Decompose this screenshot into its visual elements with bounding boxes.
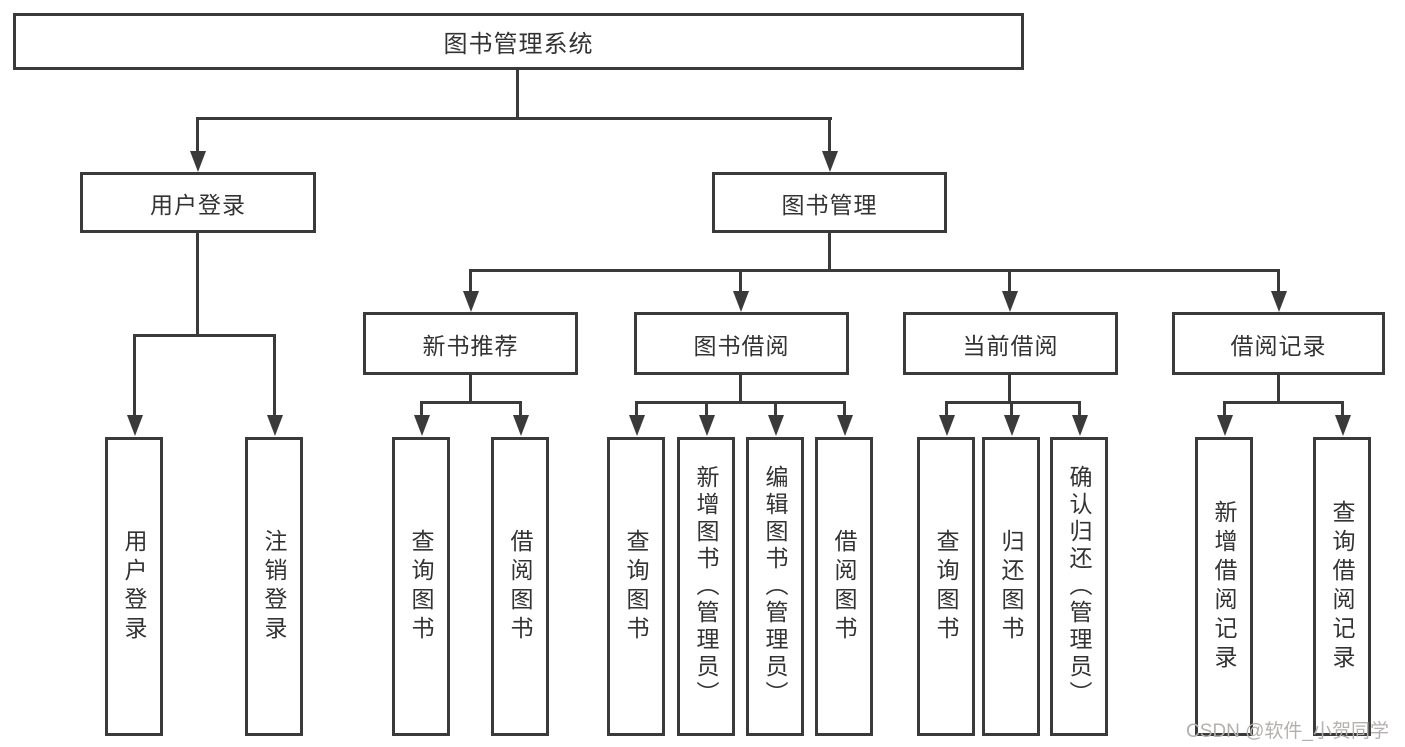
leaf-label: 查询图书: [408, 528, 434, 645]
leaf-add-books-admin: 新增图书（管理员）: [677, 437, 735, 736]
connector-records-hbar: [1223, 401, 1344, 404]
connector-stem: [739, 269, 742, 293]
leaf-edit-books-admin: 编辑图书（管理员）: [746, 437, 804, 736]
leaf-return-books: 归还图书: [982, 437, 1040, 736]
connector-stem: [1010, 401, 1013, 418]
leaf-query-books-recommend: 查询图书: [392, 437, 450, 736]
node-book-management: 图书管理: [712, 172, 947, 233]
arrow-down-icon: [513, 415, 529, 436]
connector-stem: [1078, 401, 1081, 418]
arrow-down-icon: [1271, 291, 1287, 312]
leaf-label: 归还图书: [998, 528, 1024, 645]
leaf-label: 用户登录: [121, 528, 147, 645]
leaf-label: 编辑图书（管理员）: [762, 465, 788, 708]
arrow-down-icon: [1002, 291, 1018, 312]
node-new-book-recommend: 新书推荐: [363, 312, 578, 375]
connector-userlogin-stem: [196, 117, 199, 153]
arrow-down-icon: [1072, 415, 1088, 436]
connector-stem: [1277, 269, 1280, 293]
node-root-label: 图书管理系统: [443, 31, 594, 58]
connector-stem: [774, 401, 777, 418]
leaf-label: 新增图书（管理员）: [693, 465, 719, 708]
arrow-down-icon: [733, 291, 749, 312]
node-user-login: 用户登录: [80, 172, 316, 233]
connector-userlogin-drop: [196, 233, 199, 337]
leaf-label: 确认归还（管理员）: [1066, 465, 1092, 708]
node-user-login-label: 用户登录: [150, 191, 246, 218]
connector-stem: [635, 401, 638, 418]
connector-newbook-hbar: [420, 401, 522, 404]
connector-stem: [273, 334, 276, 417]
node-book-management-label: 图书管理: [781, 191, 878, 218]
connector-records-drop: [1277, 375, 1280, 404]
leaf-label: 查询借阅记录: [1329, 499, 1355, 674]
connector-stem: [705, 401, 708, 418]
arrow-down-icon: [699, 415, 715, 436]
arrow-down-icon: [127, 415, 143, 436]
connector-userlogin-hbar: [133, 334, 276, 337]
arrow-down-icon: [414, 415, 430, 436]
leaf-query-books-borrow: 查询图书: [607, 437, 665, 736]
connector-stem: [945, 401, 948, 418]
leaf-borrow-books: 借阅图书: [815, 437, 873, 736]
node-current-borrowing-label: 当前借阅: [962, 332, 1059, 359]
connector-stem: [420, 401, 423, 418]
leaf-add-borrow-record: 新增借阅记录: [1195, 437, 1253, 736]
arrow-down-icon: [190, 151, 206, 172]
leaf-label: 查询图书: [623, 528, 649, 645]
arrow-down-icon: [267, 415, 283, 436]
connector-newbook-drop: [469, 375, 472, 404]
connector-stem: [519, 401, 522, 418]
leaf-label: 注销登录: [261, 528, 287, 645]
leaf-label: 借阅图书: [831, 528, 857, 645]
arrow-down-icon: [1217, 415, 1233, 436]
leaf-label: 查询图书: [933, 528, 959, 645]
connector-stem: [1008, 269, 1011, 293]
leaf-label: 新增借阅记录: [1211, 499, 1237, 674]
arrow-down-icon: [939, 415, 955, 436]
connector-stem: [1223, 401, 1226, 418]
node-borrowing-records-label: 借阅记录: [1230, 332, 1327, 359]
connector-bookmgmt-drop: [828, 233, 831, 272]
connector-bookmgmt-stem: [828, 117, 831, 153]
leaf-label: 借阅图书: [507, 528, 533, 645]
arrow-down-icon: [837, 415, 853, 436]
arrow-down-icon: [822, 151, 838, 172]
leaf-query-books-current: 查询图书: [917, 437, 975, 736]
arrow-down-icon: [629, 415, 645, 436]
node-current-borrowing: 当前借阅: [903, 312, 1118, 375]
leaf-confirm-return-admin: 确认归还（管理员）: [1050, 437, 1108, 736]
leaf-borrow-books-recommend: 借阅图书: [491, 437, 549, 736]
arrow-down-icon: [1004, 415, 1020, 436]
leaf-user-login: 用户登录: [105, 437, 163, 736]
connector-stem: [469, 269, 472, 293]
connector-stem: [133, 334, 136, 417]
node-book-borrowing: 图书借阅: [634, 312, 849, 375]
connector-stem: [1341, 401, 1344, 418]
node-new-book-recommend-label: 新书推荐: [422, 332, 519, 359]
connector-root-drop: [516, 70, 519, 117]
arrow-down-icon: [1335, 415, 1351, 436]
node-borrowing-records: 借阅记录: [1172, 312, 1385, 375]
node-book-borrowing-label: 图书借阅: [693, 332, 790, 359]
arrow-down-icon: [768, 415, 784, 436]
arrow-down-icon: [463, 291, 479, 312]
node-root: 图书管理系统: [13, 13, 1024, 70]
connector-borrow-drop: [739, 375, 742, 404]
connector-bookmgmt-hbar: [469, 269, 1280, 272]
leaf-logout: 注销登录: [245, 437, 303, 736]
connector-stem: [843, 401, 846, 418]
connector-root-hbar: [196, 117, 832, 120]
leaf-query-borrow-record: 查询借阅记录: [1313, 437, 1371, 736]
watermark: CSDN @软件_小贺同学: [1186, 721, 1389, 742]
connector-borrow-hbar: [635, 401, 846, 404]
connector-current-hbar: [945, 401, 1081, 404]
connector-current-drop: [1008, 375, 1011, 404]
